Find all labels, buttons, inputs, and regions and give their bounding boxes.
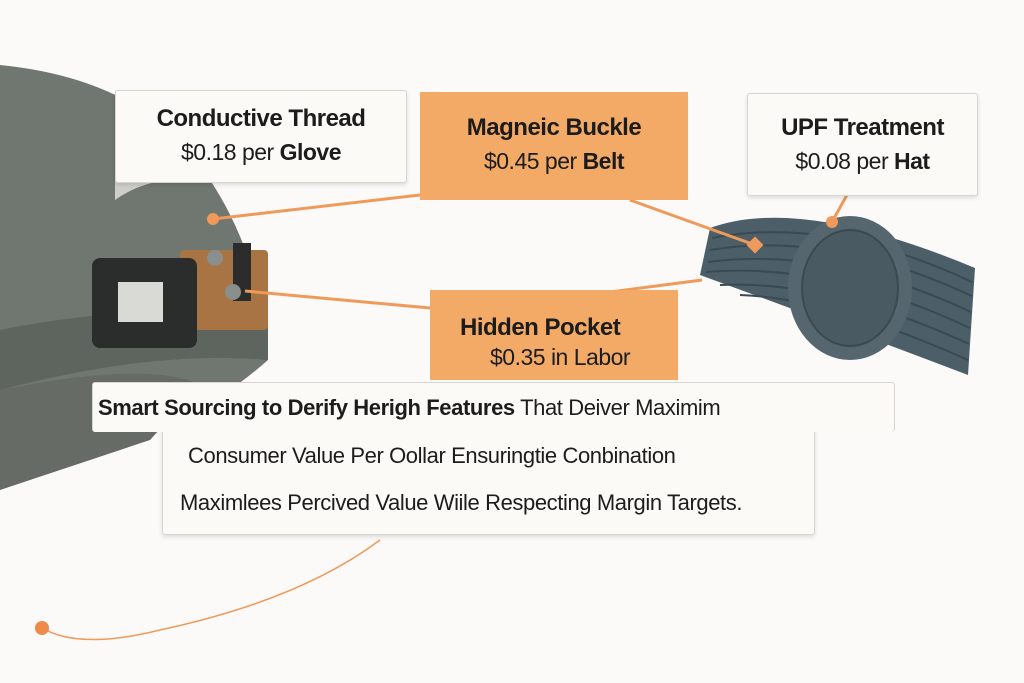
callout-price: $0.35 in Labor [490, 344, 631, 370]
callout-conductive-thread: Conductive Thread $0.18 per Glove [115, 90, 407, 183]
callout-price: $0.18 [180, 139, 237, 165]
summary-bold: Smart Sourcing to Derify Herigh Features [98, 395, 515, 420]
wristband-image [700, 216, 975, 375]
summary-line-3: Maximlees Percived Value Wiile Respectin… [180, 490, 743, 515]
callout-item: Hat [894, 148, 930, 174]
callout-title: Hidden Pocket [460, 314, 621, 341]
callout-hidden-pocket: Hidden Pocket $0.35 in Labor [430, 290, 678, 380]
callout-unit: per [544, 148, 577, 174]
marker-dot [826, 216, 838, 228]
callout-title: Magneic Buckle [466, 114, 642, 141]
summary-rest: That Deiver Maximim [520, 395, 721, 420]
summary-line-1: Smart Sourcing to Derify Herigh Features… [98, 395, 721, 421]
summary-line-2: Consumer Value Per Oollar Ensuringtie Co… [188, 443, 676, 468]
callout-title: Conductive Thread [156, 105, 366, 132]
marker-dot [35, 621, 49, 635]
summary-box-upper [92, 382, 895, 432]
connector-lines [41, 192, 850, 641]
callout-title: UPF Treatment [781, 114, 944, 141]
callout-item: Belt [582, 148, 625, 174]
callout-price: $0.08 [795, 148, 851, 174]
callout-price: $0.45 [483, 148, 540, 174]
callout-item: Glove [279, 139, 342, 165]
callout-unit: per [856, 148, 889, 174]
callout-unit: per [241, 139, 274, 165]
marker-diamond [746, 236, 764, 254]
callout-magnetic-buckle: Magneic Buckle $0.45 per Belt [420, 92, 688, 200]
summary-box-lower [162, 425, 815, 535]
marker-dot [207, 213, 219, 225]
callout-upf-treatment: UPF Treatment $0.08 per Hat [747, 93, 978, 196]
